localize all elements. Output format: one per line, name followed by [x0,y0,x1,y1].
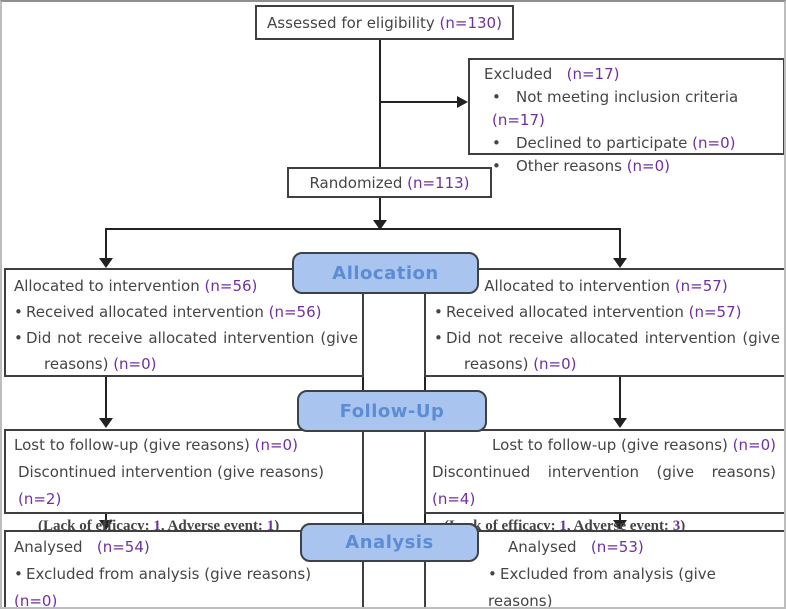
arrowhead-analysis-right [613,520,627,530]
arrowhead-followup-left [99,418,113,428]
excluded-bullet-2: Declined to participate (n=0) [484,132,777,155]
bullet-icon [14,299,26,325]
allocation-right-bullet-2: Did not receive allocated intervention (… [432,325,780,351]
allocation-left-bullet-2: Did not receive allocated intervention (… [12,325,358,351]
analysis-left-title: Analysed (n=54) [14,538,150,556]
arrowhead-allocation-right [613,258,627,268]
analysis-right-box: Analysed (n=53) Excluded from analysis (… [424,530,784,607]
allocation-left-title: Allocated to intervention (n=56) [14,277,258,295]
branch-drop-right [619,228,621,259]
stage-label-analysis: Analysis [300,523,479,562]
bullet-icon [488,561,500,588]
excluded-box: Excluded (n=17) Not meeting inclusion cr… [468,58,784,175]
corridor-stub-left-2 [362,514,364,525]
corridor-stub-right-1 [424,377,426,392]
analysis-right-title: Analysed (n=53) [508,538,644,556]
arrowhead-analysis-left [99,520,113,530]
followup-right-line-1: Lost to follow-up (give reasons) (n=0) [492,436,776,454]
excluded-bullet-3: Other reasons (n=0) [484,155,777,178]
stage-label-analysis-text: Analysis [345,532,434,553]
bullet-icon [434,299,446,325]
arrowhead-branch [373,220,387,230]
connector-randomized-to-branch [379,198,381,222]
excluded-bullet-1: Not meeting inclusion criteria (n=17) [484,86,777,132]
connector-followup-analysis-right [619,514,621,522]
branch-drop-left [105,228,107,259]
allocation-right-title: Allocated to intervention (n=57) [484,277,728,295]
bullet-icon [14,325,26,351]
stage-label-allocation-text: Allocation [332,262,439,284]
analysis-left-bullet: Excluded from analysis (give reasons) (n… [12,561,358,607]
connector-to-excluded [380,101,457,103]
connector-alloc-followup-left [105,377,107,419]
allocation-right-bullet-1: Received allocated intervention (n=57) [432,299,780,325]
followup-left-line-1: Lost to follow-up (give reasons) (n=0) [14,436,298,454]
branch-line [105,228,621,230]
bullet-icon [14,561,26,588]
followup-right-line-2: Discontinued intervention (give reasons)… [432,463,781,508]
bullet-icon [492,155,516,178]
arrowhead-followup-right [613,418,627,428]
allocation-left-bullet-2-cont: reasons) (n=0) [44,355,157,373]
allocation-left-bullet-1: Received allocated intervention (n=56) [12,299,358,325]
followup-left-box: Lost to follow-up (give reasons) (n=0) D… [4,429,364,534]
bullet-icon [434,325,446,351]
corridor-stub-left-1 [362,377,364,392]
followup-right-box: Lost to follow-up (give reasons) (n=0) D… [424,429,784,534]
assessed-text: Assessed for eligibility (n=130) [267,13,502,32]
randomized-text: Randomized (n=113) [309,173,470,192]
stage-label-allocation: Allocation [292,252,479,294]
corridor-stub-right-2 [424,514,426,525]
randomized-box: Randomized (n=113) [287,167,492,198]
bullet-icon [492,132,516,155]
arrowhead-allocation-left [99,258,113,268]
analysis-right-bullet: Excluded from analysis (give reasons) [432,561,780,607]
allocation-right-bullet-2-cont: reasons) (n=0) [464,355,577,373]
stage-label-followup-text: Follow-Up [339,400,445,422]
assessed-box: Assessed for eligibility (n=130) [255,5,514,40]
connector-followup-analysis-left [105,514,107,522]
arrowhead-excluded [457,96,468,108]
allocation-right-box: Allocated to intervention (n=57) Receive… [424,268,784,377]
connector-assessed-to-randomized [379,40,381,168]
connector-alloc-followup-right [619,377,621,419]
stage-label-followup: Follow-Up [297,390,487,432]
excluded-title: Excluded (n=17) [484,65,620,83]
followup-left-line-2: Discontinued intervention (give reasons)… [18,463,329,508]
bullet-icon [492,86,516,109]
